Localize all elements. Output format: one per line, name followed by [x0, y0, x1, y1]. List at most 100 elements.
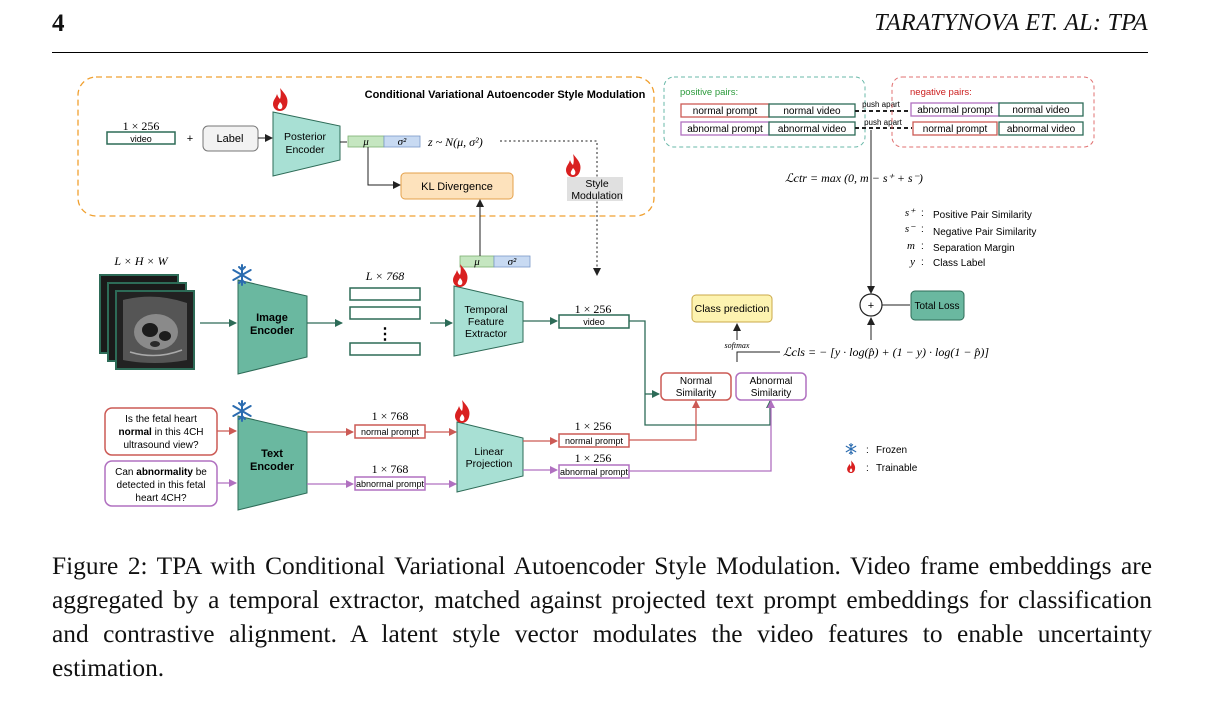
proj-dim-normal: 1 × 256 [575, 419, 612, 433]
neg-pair-prompt-text: normal prompt [923, 124, 988, 135]
def-text: Positive Pair Similarity [933, 210, 1032, 221]
neg-pair-video [998, 121, 1084, 136]
neg-pair-prompt-text: abnormal prompt [917, 105, 993, 116]
class-prediction-text: Class prediction [695, 303, 770, 315]
mu-mid: μ [473, 256, 480, 268]
image-encoder [237, 279, 308, 375]
abnormal-sim-line1: Abnormal [750, 376, 793, 387]
ctr-loss-formula: ℒctr = max (0, m − s⁺ + s⁻) [785, 171, 923, 185]
legend-frozen: Frozen [876, 445, 907, 456]
svg-text:Linear: Linear [474, 446, 504, 458]
text-encoder-line1: Text [261, 448, 283, 460]
proj-emb-normal-label: normal prompt [565, 436, 624, 446]
kl-divergence-box [400, 172, 514, 200]
temporal-line3: Extractor [465, 328, 508, 340]
def-text: Negative Pair Similarity [933, 227, 1036, 238]
running-title: TARATYNOVA ET. AL: TPA [874, 10, 1148, 36]
push-apart-label: push apart [864, 118, 903, 127]
svg-text:Encoder: Encoder [250, 461, 295, 473]
image-encoder-line1: Image [256, 312, 288, 324]
def-text: Class Label [933, 258, 985, 269]
linear-projection-line1: Linear [474, 446, 504, 458]
prompt-normal-bold: normal [118, 427, 152, 438]
neg-pair-video [998, 102, 1084, 117]
positive-pairs-title: positive pairs: [680, 87, 738, 98]
text-emb-normal-label: normal prompt [361, 427, 420, 437]
temporal-line1: Temporal [464, 304, 507, 316]
def-symbol: s⁺ [905, 207, 916, 219]
linear-projection [456, 421, 524, 493]
cvae-video-label: video [130, 134, 152, 144]
trainable-icon [566, 154, 581, 177]
svg-text:heart 4CH?: heart 4CH? [135, 493, 187, 504]
svg-text:s⁺: s⁺ [905, 207, 916, 219]
trainable-icon [273, 88, 288, 111]
prompt-abnormal-line3: heart 4CH? [135, 493, 187, 504]
prompt-abnormal-line2: detected in this fetal [117, 480, 206, 491]
prompt-normal-line1: Is the fetal heart [125, 414, 197, 425]
total-loss-text: Total Loss [914, 301, 959, 312]
temporal-line2: Feature [468, 316, 504, 328]
svg-text:Is the fetal heart: Is the fetal heart [125, 414, 197, 425]
temporal-feature-extractor [453, 285, 524, 357]
negative-pairs-title: negative pairs: [910, 87, 972, 98]
svg-text::: : [921, 208, 924, 219]
page-number: 4 [52, 10, 65, 37]
mu-top: μ [362, 136, 369, 148]
prompt-normal-line2: in this 4CH [155, 427, 204, 438]
normal-sim-line1: Normal [680, 376, 712, 387]
svg-text:Posterior: Posterior [284, 131, 327, 143]
class-prediction-box [691, 294, 773, 323]
pos-pair-prompt-text: abnormal prompt [687, 124, 763, 135]
input-dims: L × H × W [113, 254, 168, 268]
cvae-video-dim: 1 × 256 [123, 119, 160, 133]
svg-text:Style: Style [585, 178, 609, 190]
svg-text:Text: Text [261, 448, 283, 460]
vertical-dots: ⋮ [377, 326, 393, 343]
negative-pairs-region [891, 76, 1095, 148]
trainable-legend-icon [847, 460, 856, 474]
svg-text:Projection: Projection [466, 458, 513, 470]
sigma-box-mid [493, 255, 531, 268]
neg-pair-prompt [912, 121, 998, 136]
svg-text:Encoder: Encoder [250, 325, 295, 337]
sigma-box-top [383, 135, 421, 148]
prompt-normal-line3: ultrasound view? [123, 440, 198, 451]
svg-text:Encoder: Encoder [285, 144, 325, 156]
z-distribution: z ~ N(μ, σ²) [427, 135, 483, 149]
proj-dim-abnormal: 1 × 256 [575, 451, 612, 465]
total-loss-box [910, 290, 965, 321]
text-encoder [237, 415, 308, 511]
text-encoder-line2: Encoder [250, 461, 295, 473]
cvae-video-box [106, 131, 176, 145]
posterior-encoder [272, 111, 341, 177]
frame-embedding [349, 342, 421, 356]
frame-dims: L × 768 [365, 269, 405, 283]
svg-text:m: m [907, 240, 915, 252]
temporal-out-label: video [583, 317, 605, 327]
svg-text:Image: Image [256, 312, 288, 324]
style-modulation-line1: Style [585, 178, 609, 190]
svg-text:Feature: Feature [468, 316, 504, 328]
def-symbol: m [907, 240, 915, 252]
svg-text:Normal: Normal [680, 376, 712, 387]
sigma-mid: σ² [508, 256, 517, 268]
svg-text::: : [921, 257, 924, 268]
neg-pair-video-text: abnormal video [1007, 124, 1076, 135]
frame-embedding [349, 287, 421, 301]
legend-trainable: Trainable [876, 463, 918, 474]
sigma-top: σ² [398, 136, 407, 148]
ultrasound-frames [99, 274, 195, 370]
normal-sim-line2: Similarity [676, 388, 717, 399]
frozen-legend-icon [845, 442, 857, 456]
svg-text:detected in this fetal: detected in this fetal [117, 480, 206, 491]
cls-loss-formula: ℒcls = − [y · log(p̂) + (1 − y) · log(1 … [783, 345, 989, 359]
abnormal-sim-line2: Similarity [751, 388, 792, 399]
svg-text:Abnormal: Abnormal [750, 376, 793, 387]
temporal-out-dim: 1 × 256 [575, 302, 612, 316]
plus-sign: + [187, 133, 193, 145]
frame-embedding [349, 306, 421, 320]
trainable-icon [455, 400, 470, 423]
figure-caption: Figure 2: TPA with Conditional Variation… [52, 549, 1152, 685]
svg-text:y: y [909, 256, 915, 268]
